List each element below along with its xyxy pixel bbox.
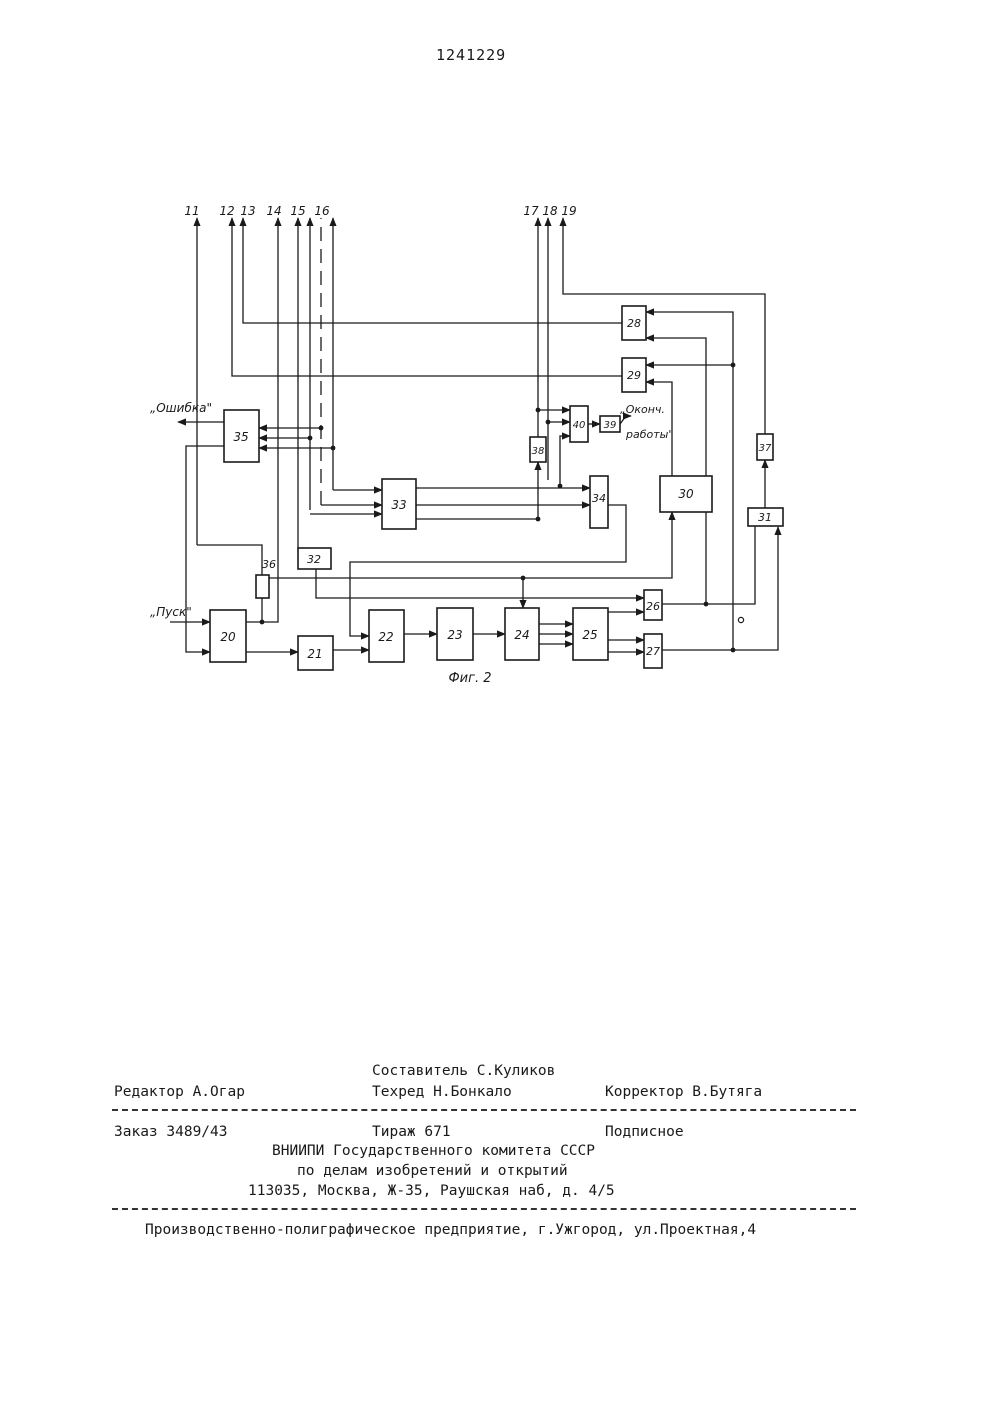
- figure-caption: Фиг. 2: [448, 671, 491, 686]
- block-label: 24: [514, 628, 529, 642]
- block-label: 35: [233, 430, 248, 444]
- wire-terminal-13: [243, 218, 622, 323]
- block-label: 30: [678, 487, 694, 501]
- block-40: 40: [570, 406, 588, 442]
- junction-dot: [521, 576, 526, 581]
- imprint-org-line3: 113035, Москва, Ж-35, Раушская наб, д. 4…: [248, 1183, 615, 1199]
- block-29: 29: [622, 358, 646, 392]
- terminal-17: 17: [523, 204, 539, 218]
- junction-dot: [558, 484, 563, 489]
- block-23: 23: [437, 608, 473, 660]
- terminal-15: 15: [290, 204, 305, 218]
- junction-dot: [704, 602, 709, 607]
- block-label: 32: [307, 553, 321, 566]
- junction-dot: [546, 420, 551, 425]
- wire-11-to-36: [197, 545, 262, 575]
- terminal-11: 11: [184, 204, 199, 218]
- imprint-org-line1: ВНИИПИ Государственного комитета СССР: [272, 1143, 595, 1159]
- imprint-editor: Редактор А.Огар: [114, 1084, 245, 1100]
- junction-dot: [536, 517, 541, 522]
- block-35: 35: [224, 410, 259, 462]
- end-signal-label-2: работы": [625, 428, 673, 441]
- junction-dot: [319, 426, 324, 431]
- imprint-printer: Производственно-полиграфическое предприя…: [145, 1222, 756, 1238]
- imprint-corrector: Корректор В.Бутяга: [605, 1084, 762, 1100]
- open-junction: [738, 617, 743, 622]
- junction-dot: [331, 446, 336, 451]
- block-label: 21: [307, 647, 322, 661]
- block-label: 28: [627, 317, 641, 330]
- block-31: 31: [748, 508, 783, 526]
- block-39: 39: [600, 416, 620, 432]
- imprint-techred: Техред Н.Бонкало: [372, 1084, 512, 1100]
- block-label: 22: [378, 630, 393, 644]
- error-signal-label: „Ошибка": [150, 401, 212, 415]
- junction-dot: [308, 436, 313, 441]
- wire-to-28: [646, 338, 706, 604]
- block-label: 31: [758, 511, 772, 524]
- block-label: 27: [646, 645, 660, 658]
- block-label: 38: [532, 446, 545, 457]
- junction-dot: [731, 363, 736, 368]
- start-signal-label: „Пуск": [150, 605, 192, 619]
- wire-terminal-19: [563, 218, 765, 434]
- imprint-org-line2: по делам изобретений и открытий: [297, 1163, 568, 1179]
- junction-dot: [731, 648, 736, 653]
- wire-33-to-38: [416, 462, 538, 519]
- block-label: 34: [592, 492, 606, 505]
- block-32: 32: [298, 548, 331, 569]
- terminal-14: 14: [266, 204, 281, 218]
- block-34: 34: [590, 476, 608, 528]
- wire-39-out: [620, 416, 631, 424]
- terminal-labels: 11 12 13 14 15 16 17 18 19: [184, 204, 576, 218]
- block-label: 37: [759, 443, 772, 454]
- terminal-16: 16: [314, 204, 330, 218]
- block-20: 20: [210, 610, 246, 662]
- divider-line: [112, 1208, 856, 1210]
- block-27: 27: [644, 634, 662, 668]
- wire-33-to-40: [560, 436, 570, 486]
- junction-dot: [536, 408, 541, 413]
- imprint-order: Заказ 3489/43: [114, 1124, 228, 1140]
- block-label: 40: [573, 420, 586, 431]
- wire-27-to-31: [662, 527, 778, 650]
- block-label: 36: [262, 558, 276, 571]
- block-26: 26: [644, 590, 662, 620]
- block-22: 22: [369, 610, 404, 662]
- terminal-12: 12: [219, 204, 234, 218]
- block-diagram: 20 21 22 23 24 25 26 27: [0, 0, 1000, 720]
- block-label: 25: [582, 628, 597, 642]
- terminal-19: 19: [561, 204, 576, 218]
- block-33: 33: [382, 479, 416, 529]
- terminal-13: 13: [240, 204, 255, 218]
- block-label: 26: [646, 600, 660, 613]
- divider-line: [112, 1109, 856, 1111]
- block-label: 39: [604, 420, 617, 431]
- block-28: 28: [622, 306, 646, 340]
- end-signal-label-1: „Оконч.: [620, 403, 665, 416]
- block-label: 20: [220, 630, 236, 644]
- block-label: 29: [627, 369, 641, 382]
- imprint-circulation: Тираж 671: [372, 1124, 451, 1140]
- imprint-subscription: Подписное: [605, 1124, 684, 1140]
- block-30: 30: [660, 476, 712, 512]
- block-38: 38: [530, 437, 546, 462]
- block-label: 33: [391, 498, 406, 512]
- block-label: 23: [447, 628, 462, 642]
- block-25: 25: [573, 608, 608, 660]
- terminal-18: 18: [542, 204, 558, 218]
- wire-26-to-31: [662, 526, 755, 604]
- wire-32-to-26: [316, 569, 644, 598]
- block-37: 37: [757, 434, 773, 460]
- imprint-compiler: Составитель С.Куликов: [372, 1063, 555, 1079]
- block-21: 21: [298, 636, 333, 670]
- block-24: 24: [505, 608, 539, 660]
- junction-dot: [260, 620, 265, 625]
